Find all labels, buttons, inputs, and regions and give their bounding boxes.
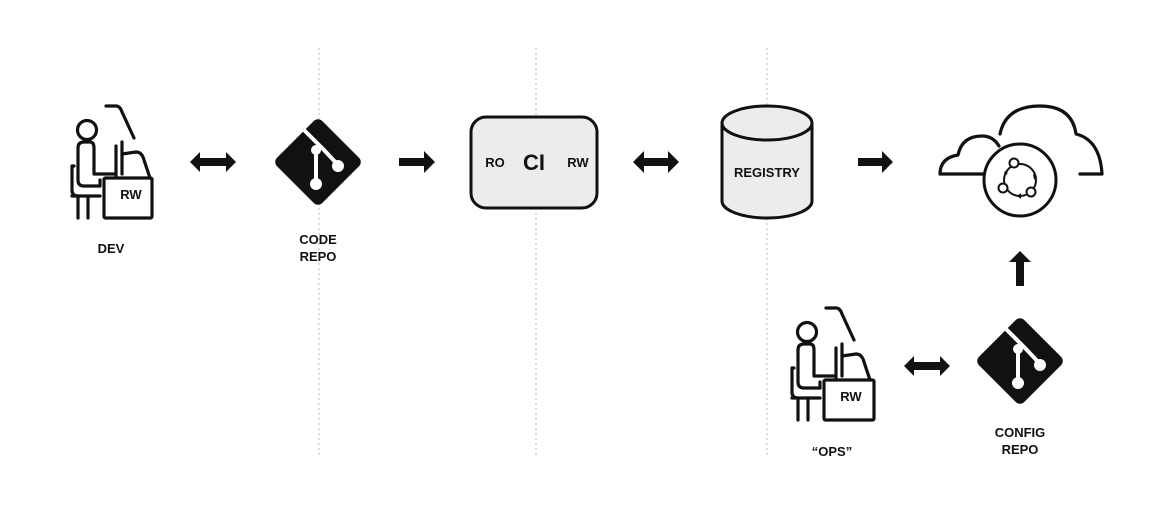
database-cylinder-icon [720, 104, 814, 220]
person-at-desk-icon [790, 306, 876, 422]
arrow-dev-code-repo [190, 152, 236, 172]
cloud-node[interactable] [938, 104, 1104, 218]
config-repo-label-line1: CONFIG [995, 425, 1046, 440]
arrow-ci-registry [633, 151, 679, 173]
arrow-registry-cloud [858, 151, 893, 173]
arrow-config-repo-cloud [1009, 251, 1031, 286]
registry-label: REGISTRY [734, 165, 800, 180]
code-repo-label-line1: CODE [299, 232, 337, 247]
code-repo-label-line2: REPO [300, 249, 337, 264]
arrow-ops-config-repo [904, 356, 950, 376]
bidirectional-arrow-icon [633, 151, 679, 173]
right-arrow-icon [858, 151, 893, 173]
ci-box [469, 115, 599, 210]
arrow-code-repo-ci [399, 151, 435, 173]
git-icon [977, 318, 1063, 404]
bidirectional-arrow-icon [904, 356, 950, 376]
ci-left-tag: RO [485, 155, 505, 170]
registry-node[interactable]: REGISTRY [720, 104, 814, 220]
ci-right-tag: RW [567, 155, 589, 170]
cloud-cluster-icon [938, 104, 1104, 218]
ops-badge: RW [840, 389, 862, 404]
right-arrow-icon [399, 151, 435, 173]
ci-node[interactable]: RO CI RW [469, 115, 599, 210]
stage-dividers [318, 48, 768, 456]
ops-label: “OPS” [812, 444, 852, 459]
ops-node[interactable]: RW “OPS” [790, 306, 876, 459]
bidirectional-arrow-icon [190, 152, 236, 172]
config-repo-label-line2: REPO [1002, 442, 1039, 457]
dev-badge: RW [120, 187, 142, 202]
code-repo-node[interactable]: CODE REPO [273, 117, 364, 264]
ci-label: CI [523, 150, 545, 175]
cluster-cycle-icon [997, 157, 1037, 199]
git-icon [275, 119, 361, 205]
dev-label: DEV [98, 241, 125, 256]
config-repo-node[interactable]: CONFIG REPO [975, 316, 1066, 457]
up-arrow-icon [1009, 251, 1031, 286]
dev-node[interactable]: RW DEV [70, 104, 154, 256]
person-at-desk-icon [70, 104, 154, 220]
